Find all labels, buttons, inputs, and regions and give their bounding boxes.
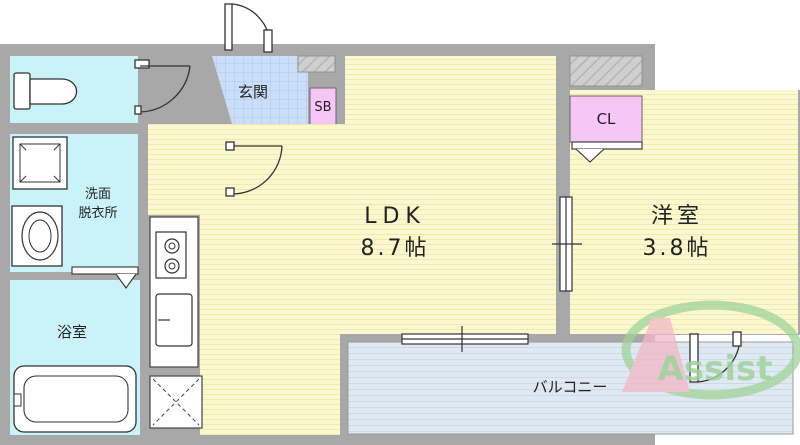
balcony-window-icon bbox=[401, 326, 529, 352]
entrance-area bbox=[212, 56, 308, 124]
logo-text: Assist bbox=[658, 349, 773, 389]
fridge-space-icon bbox=[149, 375, 203, 429]
vent-box bbox=[297, 55, 336, 73]
balcony bbox=[347, 341, 794, 435]
closet-label: CL bbox=[597, 110, 616, 128]
front-door-icon bbox=[224, 3, 273, 53]
ldk-size: 8.7帖 bbox=[361, 236, 430, 261]
assist-logo bbox=[621, 300, 800, 400]
washroom-label-line1: 洗面 bbox=[85, 187, 111, 202]
washing-machine-icon bbox=[12, 136, 68, 190]
closet bbox=[569, 95, 643, 143]
towel-rail bbox=[71, 266, 139, 289]
closet-door-icon bbox=[571, 141, 643, 163]
room-labels: 玄関 SB 洗面 脱衣所 浴室 LDK 8.7帖 洋室 3.8帖 CL バルコニ… bbox=[57, 83, 772, 396]
ldk-label: LDK bbox=[364, 204, 426, 229]
shoe-box bbox=[309, 87, 337, 126]
western-room-size: 3.8帖 bbox=[643, 236, 712, 261]
toilet-door-icon bbox=[134, 59, 191, 115]
balcony-door-icon bbox=[689, 331, 742, 383]
washbasin-icon bbox=[11, 205, 63, 267]
washroom-door-icon bbox=[225, 141, 283, 197]
entrance-label: 玄関 bbox=[238, 83, 268, 101]
bathroom-label: 浴室 bbox=[57, 323, 87, 341]
western-room-label: 洋室 bbox=[651, 204, 703, 229]
sliding-door-icon bbox=[552, 196, 582, 292]
stove-icon bbox=[155, 231, 187, 279]
toilet-icon bbox=[13, 72, 78, 110]
balcony-label: バルコニー bbox=[533, 378, 608, 396]
sink-icon bbox=[155, 293, 193, 347]
shoe-box-label: SB bbox=[314, 100, 331, 115]
bathtub-icon bbox=[13, 365, 137, 433]
vent-box bbox=[569, 55, 643, 87]
washroom-label-line2: 脱衣所 bbox=[78, 205, 117, 221]
ldk-floor bbox=[148, 56, 556, 435]
